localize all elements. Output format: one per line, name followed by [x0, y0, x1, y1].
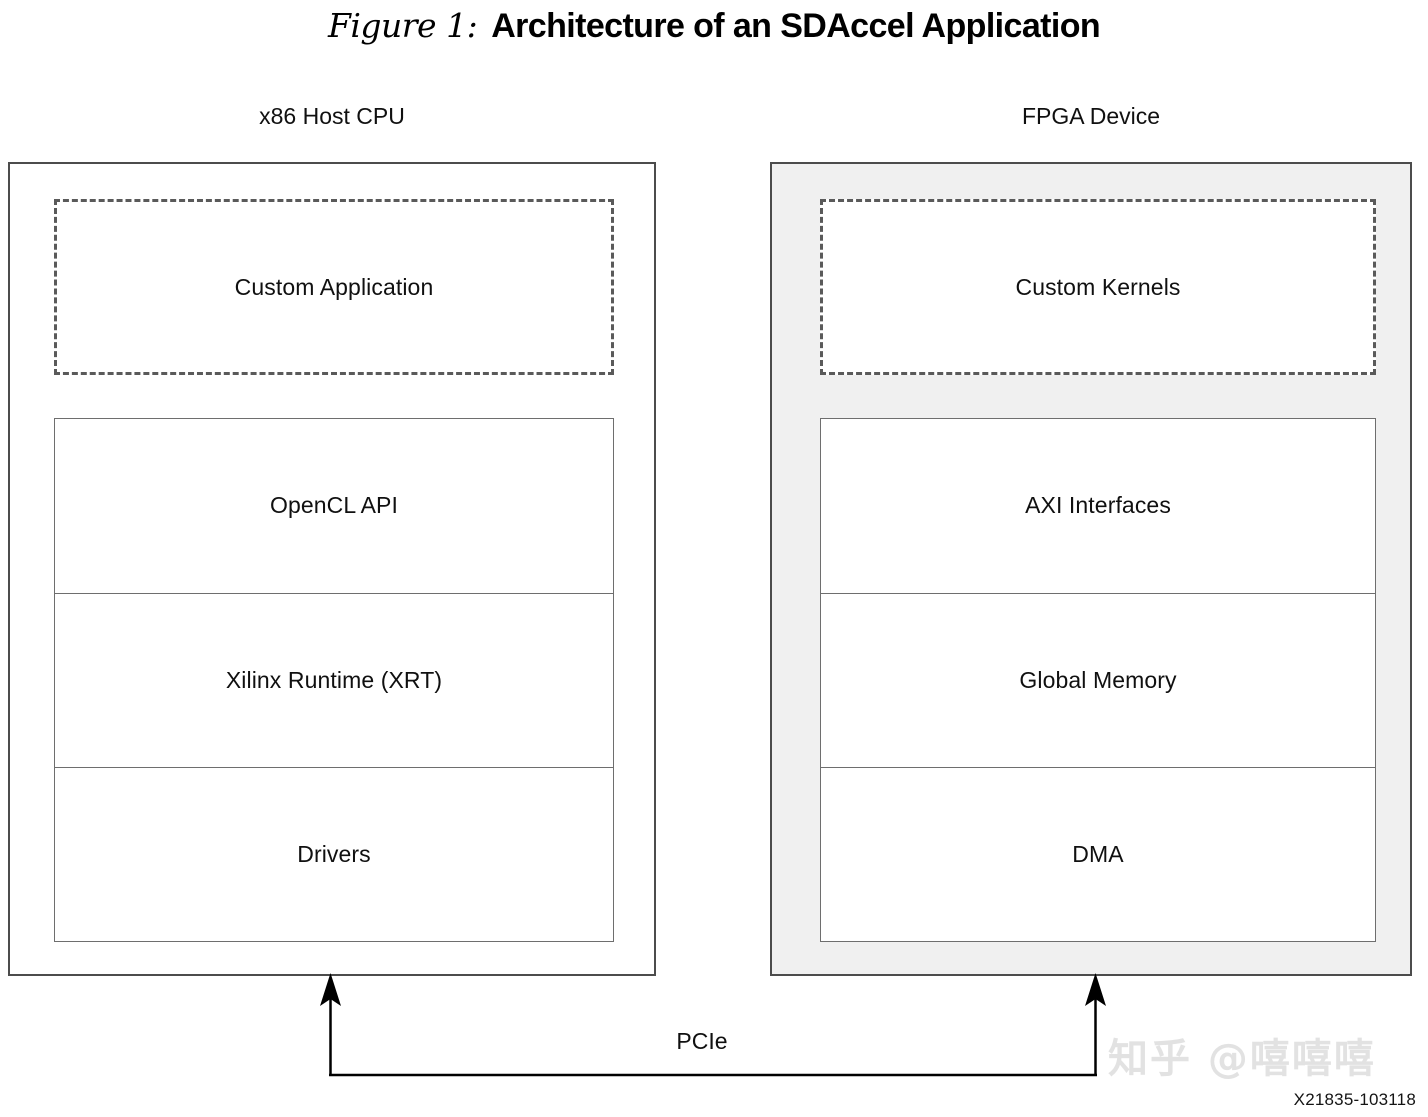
host-stack-cell-xrt: Xilinx Runtime (XRT) [54, 592, 614, 768]
custom-kernels-box: Custom Kernels [820, 199, 1376, 375]
pcie-left-arrowhead-icon [320, 973, 341, 1006]
pcie-label: PCIe [676, 1028, 728, 1054]
figure-number-label: Figure 1: [327, 6, 478, 45]
zhihu-watermark: 知乎 @嘻嘻嘻 [1108, 1036, 1376, 1082]
document-id-label: X21835-103118 [1293, 1090, 1416, 1109]
device-column-header: FPGA Device [1021, 103, 1161, 129]
custom-application-box: Custom Application [54, 199, 614, 375]
host-stack-cell-drivers: Drivers [54, 767, 614, 942]
figure-title: Figure 1: Architecture of an SDAccel Appl… [0, 6, 1428, 46]
axi-interfaces-label: AXI Interfaces [1025, 492, 1171, 519]
host-software-stack: OpenCL API Xilinx Runtime (XRT) Drivers [54, 418, 614, 942]
dma-label: DMA [1072, 841, 1124, 868]
device-stack-cell-dma: DMA [820, 767, 1376, 942]
custom-kernels-label: Custom Kernels [1015, 273, 1181, 300]
device-stack-cell-global-memory: Global Memory [820, 592, 1376, 768]
device-hardware-stack: AXI Interfaces Global Memory DMA [820, 418, 1376, 942]
figure-caption-text: Architecture of an SDAccel Application [491, 7, 1101, 45]
host-stack-cell-opencl: OpenCL API [54, 418, 614, 593]
custom-application-label: Custom Application [234, 273, 434, 300]
device-stack-cell-axi: AXI Interfaces [820, 418, 1376, 593]
fpga-device-panel: Custom Kernels AXI Interfaces Global Mem… [770, 162, 1412, 976]
host-column-header: x86 Host CPU [259, 103, 405, 129]
opencl-api-label: OpenCL API [269, 492, 398, 519]
drivers-label: Drivers [297, 841, 371, 868]
pcie-right-arrowhead-icon [1085, 973, 1106, 1006]
global-memory-label: Global Memory [1019, 666, 1177, 693]
pcie-connector [320, 973, 1106, 1077]
xilinx-runtime-label: Xilinx Runtime (XRT) [225, 666, 443, 693]
host-cpu-panel: Custom Application OpenCL API Xilinx Run… [8, 162, 656, 976]
